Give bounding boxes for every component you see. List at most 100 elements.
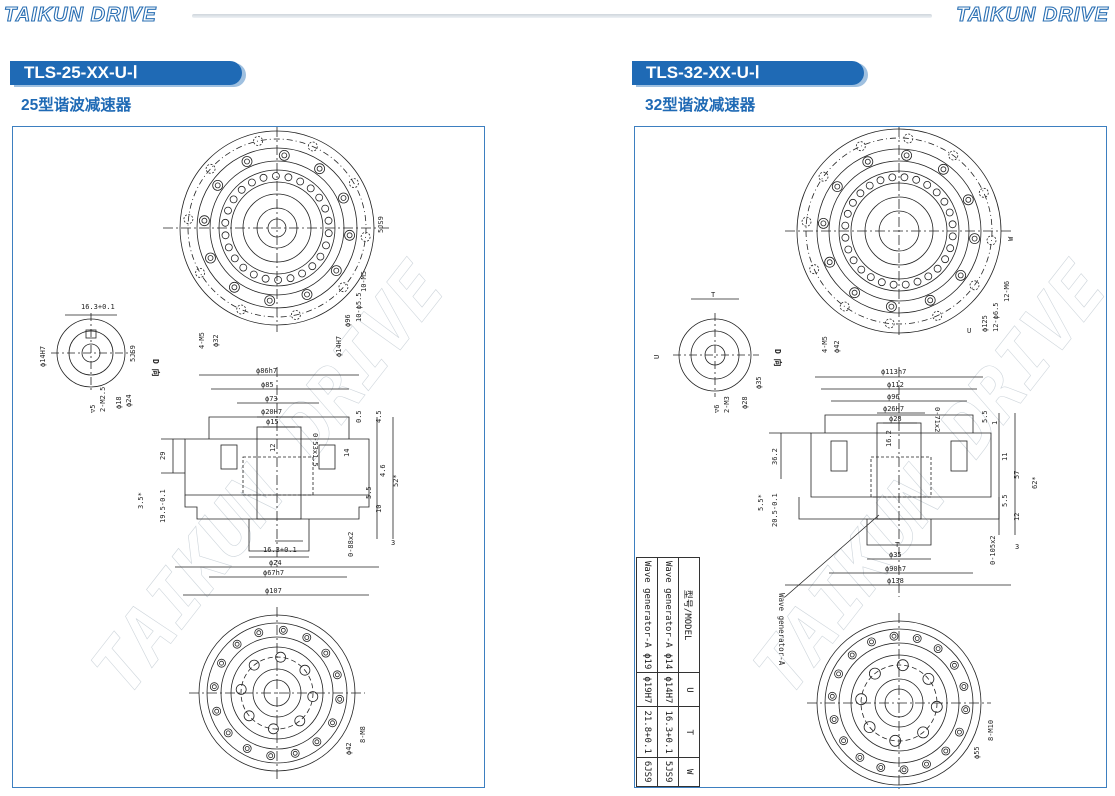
bolt-hole: [849, 287, 861, 299]
dim-text: 10-M5: [360, 271, 368, 292]
bolt-hole: [308, 262, 317, 271]
bolt-hole: [302, 633, 312, 642]
bolt-hole: [824, 256, 836, 268]
bolt-hole: [924, 272, 933, 281]
bolt-hole-inner: [820, 220, 827, 227]
bolt-hole-inner: [316, 165, 323, 172]
bolt-hole: [856, 189, 865, 198]
dim-text: U: [967, 327, 971, 335]
bolt-hole: [316, 252, 325, 261]
dim-text: ϕ86h7: [256, 367, 277, 375]
table-cell: 6JS9: [636, 757, 658, 787]
bolt-hole: [324, 216, 333, 225]
bolt-hole: [307, 691, 319, 702]
top-view-left: [163, 127, 391, 332]
bolt-hole: [961, 705, 971, 715]
dim-text: 10: [375, 505, 383, 513]
bolt-hole: [253, 136, 264, 146]
dim-text: ϕ18: [115, 396, 123, 409]
bolt-hole: [209, 682, 219, 692]
bolt-hole: [261, 274, 270, 283]
bolt-hole: [315, 193, 324, 202]
bolt-hole: [848, 198, 857, 207]
bolt-hole: [844, 245, 853, 254]
view-label: D 向: [773, 349, 783, 367]
dim-text: 4-M5: [198, 332, 206, 349]
bolt-hole: [249, 270, 258, 279]
dim-text: ϕ35: [755, 376, 763, 389]
shaft-view-right: [673, 298, 759, 397]
bolt-hole: [941, 255, 950, 264]
bolt-hole: [855, 141, 866, 152]
bolt-hole: [239, 263, 248, 272]
dim-text: ϕ28: [741, 396, 749, 409]
dim-text: 29: [159, 452, 167, 460]
bolt-hole-inner: [957, 272, 964, 279]
bolt-hole: [267, 723, 279, 735]
bolt-hole: [266, 751, 276, 761]
table-cell: 5JS9: [657, 757, 679, 787]
dim-text: ϕ32: [212, 334, 220, 347]
dim-text: ϕ125: [981, 315, 989, 332]
dim-text: 57: [1013, 471, 1021, 479]
bolt-hole: [237, 185, 246, 194]
dim-text: ϕ90h7: [885, 565, 906, 573]
bolt-hole: [863, 721, 876, 733]
dim-text: 16.3+0.1: [81, 303, 115, 311]
bolt-hole: [855, 693, 868, 706]
bolt-hole: [338, 192, 349, 204]
dim-text: 62*: [1031, 476, 1039, 489]
bolt-hole: [862, 156, 874, 168]
bolt-hole: [801, 216, 812, 227]
dim-text: 5JS9: [129, 345, 137, 362]
bolt-hole-inner: [340, 195, 347, 201]
bolt-hole: [867, 637, 876, 647]
bolt-hole: [839, 736, 849, 746]
bolt-hole: [839, 301, 850, 312]
bolt-hole: [932, 188, 941, 197]
dim-text: 12: [269, 444, 277, 452]
dim-text: 0.5: [355, 410, 363, 423]
bolt-hole: [183, 214, 194, 224]
dim-text: ϕ73: [265, 395, 278, 403]
bolt-hole: [275, 651, 287, 663]
bolt-hole: [248, 659, 260, 671]
dim-text: U: [653, 355, 661, 359]
bolt-hole: [933, 644, 943, 653]
bolt-hole: [324, 229, 333, 238]
bolt-hole: [923, 181, 932, 189]
bolt-hole-inner: [965, 196, 972, 203]
table-header-row: 型号/MODEL U T W: [678, 557, 700, 787]
bolt-hole: [889, 280, 898, 289]
bolt-hole: [949, 660, 959, 670]
dim-text: ϕ24: [269, 559, 282, 567]
bolt-hole: [912, 175, 921, 184]
bolt-hole-inner: [219, 660, 224, 666]
bolt-hole-inner: [314, 739, 320, 745]
dim-text: ϕ35: [889, 551, 902, 559]
wave-generator-spec-table: 型号/MODEL U T W Wave generator-A ϕ14 ϕ14H…: [634, 557, 700, 788]
bolt-hole-inner: [330, 720, 335, 726]
dim-text: W: [1007, 236, 1015, 241]
bolt-hole: [224, 206, 232, 215]
bolt-hole-inner: [234, 641, 240, 647]
bolt-hole: [321, 204, 330, 213]
bottom-view-left: [189, 607, 365, 779]
bolt-hole: [228, 281, 240, 293]
bolt-hole: [298, 269, 307, 278]
bolt-hole-inner: [304, 635, 310, 640]
dim-text: ϕ42: [345, 742, 353, 755]
bolt-hole: [236, 304, 247, 315]
bolt-hole-inner: [207, 255, 214, 261]
bolt-hole-inner: [901, 767, 907, 773]
dim-text: 4.5: [375, 410, 383, 423]
dim-text: 0-53x1.5: [311, 433, 319, 467]
bolt-hole: [241, 156, 253, 167]
bolt-hole-inner: [956, 729, 962, 735]
svg-text:TAIKUN DRIVE: TAIKUN DRIVE: [737, 247, 1108, 709]
bolt-hole-inner: [963, 707, 969, 713]
bolt-hole: [847, 650, 857, 660]
bolt-hole: [307, 141, 318, 152]
bolt-hole: [954, 727, 964, 737]
bolt-hole-inner: [903, 152, 910, 159]
